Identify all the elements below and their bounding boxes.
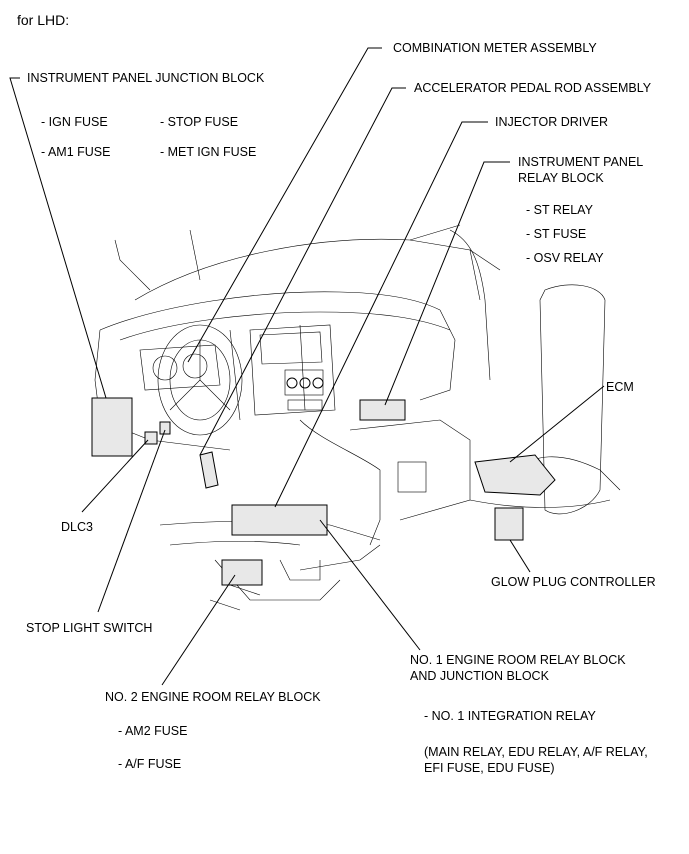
- label-accelerator-pedal: ACCELERATOR PEDAL ROD ASSEMBLY: [414, 81, 652, 95]
- leader-stop-light: [97, 429, 166, 613]
- label-ecm: ECM: [606, 380, 634, 394]
- label-ip-relay-block-line1: INSTRUMENT PANEL: [518, 155, 644, 169]
- label-dlc3: DLC3: [61, 520, 93, 534]
- label-instrument-panel-junction-block: INSTRUMENT PANEL JUNCTION BLOCK: [27, 71, 265, 85]
- label-glow-plug-controller: GLOW PLUG CONTROLLER: [491, 575, 656, 589]
- label-osv-relay: - OSV RELAY: [526, 251, 604, 265]
- stop-light-switch-shape: [159, 421, 171, 435]
- label-no1-integration-relay: - NO. 1 INTEGRATION RELAY: [424, 709, 596, 723]
- leader-no1-er: [319, 519, 421, 651]
- label-ign-fuse: - IGN FUSE: [41, 115, 108, 129]
- label-am1-fuse: - AM1 FUSE: [41, 145, 111, 159]
- label-no2-er-relay-block: NO. 2 ENGINE ROOM RELAY BLOCK: [105, 690, 321, 704]
- dlc3-shape: [144, 431, 158, 445]
- label-no1-er-line1: NO. 1 ENGINE ROOM RELAY BLOCK: [410, 653, 626, 667]
- component-parts: [91, 397, 556, 586]
- dashboard-outline: [94, 224, 621, 611]
- no2-er-relay-block-shape: [221, 559, 263, 586]
- ip-relay-block-shape: [359, 399, 406, 421]
- ecm-shape: [474, 454, 556, 496]
- label-stop-fuse: - STOP FUSE: [160, 115, 239, 129]
- leader-glow-plug: [509, 539, 531, 573]
- label-injector-driver: INJECTOR DRIVER: [495, 115, 608, 129]
- ip-junction-block-shape: [91, 397, 133, 457]
- label-st-relay: - ST RELAY: [526, 203, 593, 217]
- leader-lines: [9, 47, 605, 686]
- leader-no2-er: [161, 574, 236, 686]
- leader-dlc3: [81, 439, 149, 513]
- label-no1-detail-line1: (MAIN RELAY, EDU RELAY, A/F RELAY,: [424, 745, 648, 759]
- label-stop-light-switch: STOP LIGHT SWITCH: [26, 621, 153, 635]
- label-met-ign-fuse: - MET IGN FUSE: [160, 145, 257, 159]
- label-st-fuse: - ST FUSE: [526, 227, 587, 241]
- leader-injector-driver: [274, 121, 488, 508]
- leader-ecm: [509, 385, 605, 463]
- leader-ip-relay: [384, 161, 510, 406]
- label-combination-meter: COMBINATION METER ASSEMBLY: [393, 41, 597, 55]
- label-af-fuse: - A/F FUSE: [118, 757, 182, 771]
- leader-combination-meter: [187, 47, 382, 363]
- page-header: for LHD:: [17, 12, 70, 28]
- glow-plug-controller-shape: [494, 507, 524, 541]
- label-am2-fuse: - AM2 FUSE: [118, 724, 188, 738]
- no1-er-relay-block-shape: [231, 504, 328, 536]
- label-no1-detail-line2: EFI FUSE, EDU FUSE): [424, 761, 555, 775]
- accelerator-pedal-shape: [199, 451, 219, 489]
- leader-accelerator: [199, 87, 406, 456]
- label-no1-er-line2: AND JUNCTION BLOCK: [410, 669, 549, 683]
- leader-ip-jb: [9, 77, 107, 399]
- label-ip-relay-block-line2: RELAY BLOCK: [518, 171, 604, 185]
